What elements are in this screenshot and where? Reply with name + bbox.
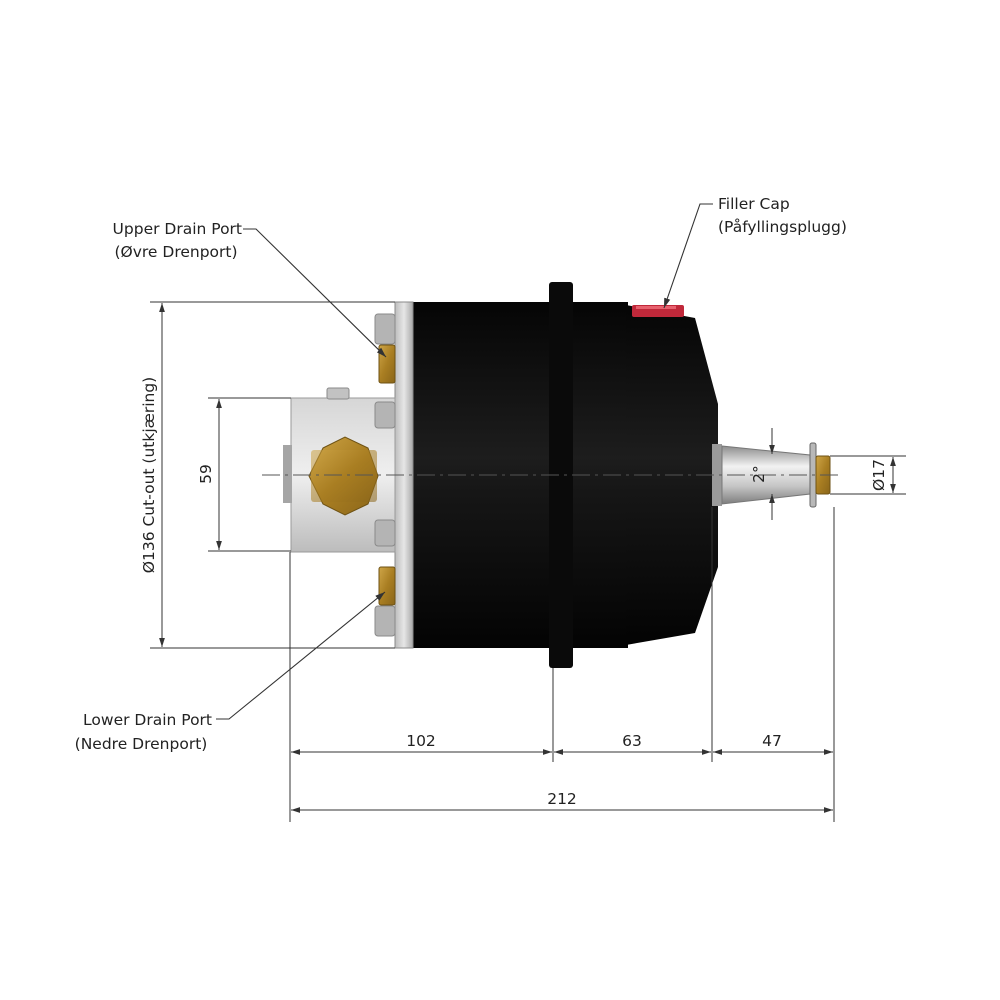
block-screw xyxy=(326,387,350,400)
cutout-dimension-label: Ø136 Cut-out (utkjæring) xyxy=(140,377,158,573)
upper-drain-label: Upper Drain Port xyxy=(113,220,242,238)
total-length-label: 212 xyxy=(547,790,577,808)
dimension-lines xyxy=(150,301,906,822)
lower-drain-sublabel: (Nedre Drenport) xyxy=(75,735,208,753)
lower-drain-fitting xyxy=(378,566,396,606)
leader-lines xyxy=(216,203,713,720)
mid-length-label: 63 xyxy=(622,732,642,750)
mounting-flange xyxy=(549,282,573,668)
upper-drain-fitting xyxy=(378,344,396,384)
port-height-label: 59 xyxy=(197,464,215,484)
block-bolt-upper xyxy=(374,401,396,429)
upper-drain-bolt xyxy=(374,313,396,345)
lower-drain-label: Lower Drain Port xyxy=(83,711,212,729)
filler-cap-sublabel: (Påfyllingsplugg) xyxy=(718,218,847,236)
filler-cap-label: Filler Cap xyxy=(718,195,790,213)
upper-drain-sublabel: (Øvre Drenport) xyxy=(114,243,237,261)
block-bolt-lower xyxy=(374,519,396,547)
rear-length-label: 102 xyxy=(406,732,436,750)
shaft-base xyxy=(712,444,722,506)
shaft-angle-label: 2° xyxy=(750,465,768,483)
lower-drain-bolt xyxy=(374,605,396,637)
shaft-length-label: 47 xyxy=(762,732,782,750)
shaft-diameter-label: Ø17 xyxy=(870,459,888,491)
